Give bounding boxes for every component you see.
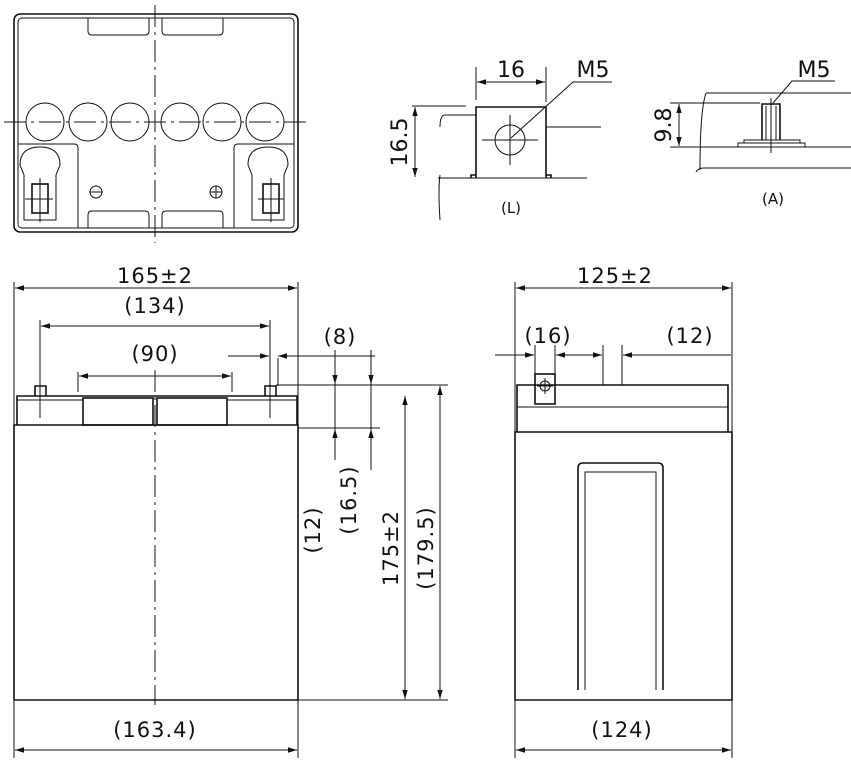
detail-a: M5 9.8 (A) — [652, 58, 851, 208]
terminal-positive — [247, 146, 289, 221]
top-view — [4, 5, 306, 243]
front-terminal-height: (16.5) — [337, 465, 361, 534]
side-bottom-width: (124) — [591, 718, 652, 742]
detail-l: 16 M5 16.5 (L) — [388, 58, 612, 221]
front-view: 165±2 (134) (90) (8) (12) (16.5) 175±2 (… — [13, 264, 448, 758]
side-overall-width: 125±2 — [577, 264, 653, 288]
detail-l-width: 16 — [497, 58, 525, 83]
detail-l-thread: M5 — [577, 58, 610, 83]
side-terminal-offset: (16) — [524, 324, 571, 348]
front-handle-width: (90) — [131, 342, 178, 366]
detail-a-label: (A) — [762, 190, 784, 208]
detail-a-thread: M5 — [798, 58, 831, 83]
front-terminal-spacing: (134) — [124, 294, 185, 318]
detail-a-height: 9.8 — [652, 108, 677, 143]
front-terminal-offset: (8) — [324, 325, 357, 349]
side-view: 125±2 (16) (12) (124) — [495, 264, 733, 758]
detail-l-height: 16.5 — [388, 118, 413, 167]
front-bottom-width: (163.4) — [113, 718, 197, 742]
front-total-height: (179.5) — [414, 506, 438, 590]
front-lid-height: (12) — [301, 506, 325, 553]
detail-l-label: (L) — [501, 199, 521, 217]
side-terminal-gap: (12) — [666, 324, 713, 348]
terminal-negative — [19, 146, 61, 221]
front-overall-width: 165±2 — [117, 264, 193, 288]
front-height: 175±2 — [379, 510, 403, 586]
